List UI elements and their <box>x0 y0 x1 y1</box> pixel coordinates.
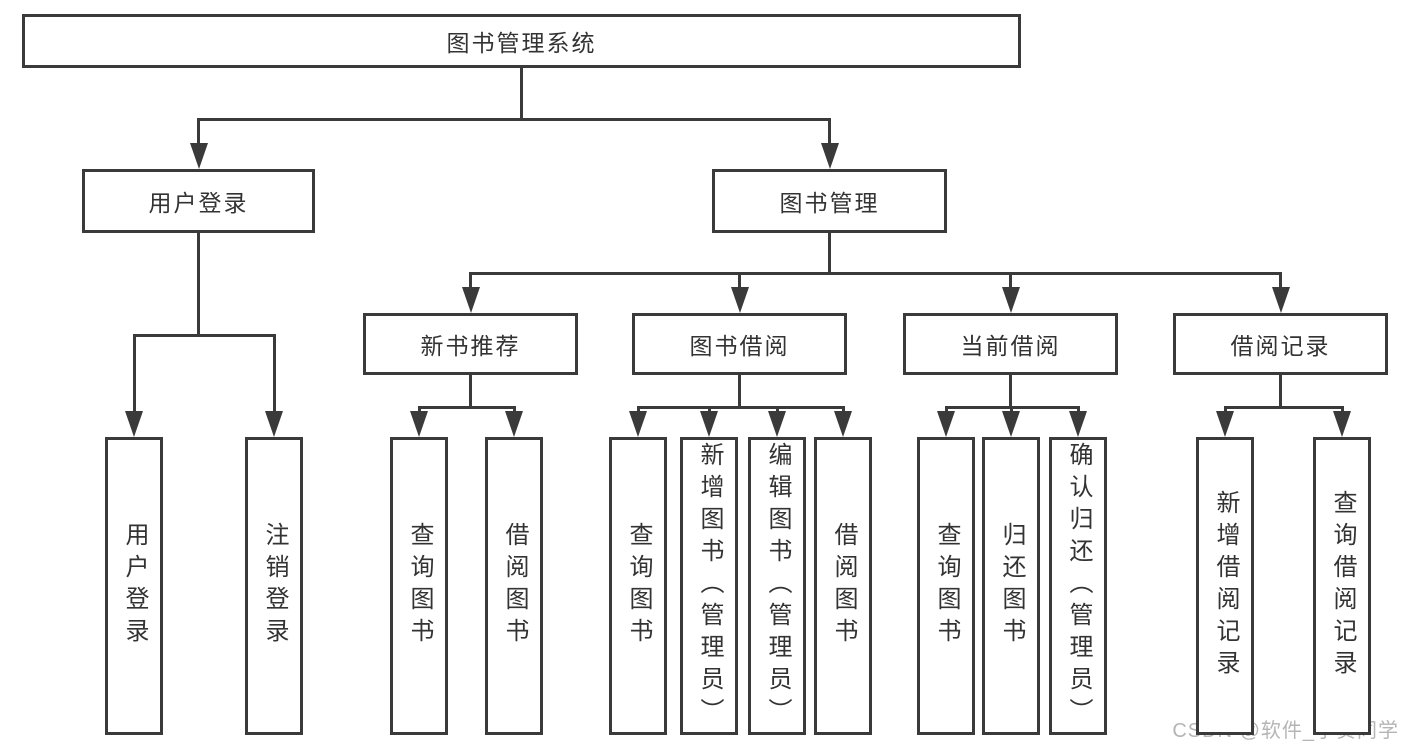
connector-line <box>738 375 741 407</box>
node-label-query-books-current: 查询图书 <box>933 522 960 650</box>
node-label-query-borrowing-record: 查询借阅记录 <box>1329 490 1356 682</box>
node-query-books-recommend: 查询图书 <box>390 437 448 735</box>
arrowhead-down-icon <box>1333 411 1351 437</box>
arrowhead-down-icon <box>730 287 749 313</box>
arrowhead-down-icon <box>820 143 839 169</box>
arrowhead-down-icon <box>189 143 208 169</box>
arrowhead-down-icon <box>1069 411 1087 437</box>
arrowhead-down-icon <box>1002 411 1020 437</box>
node-label-logout: 注销登录 <box>261 522 288 650</box>
node-add-books-admin: 新增图书（管理员） <box>680 437 738 735</box>
node-return-books: 归还图书 <box>982 437 1040 735</box>
node-label-query-books-recommend: 查询图书 <box>406 522 433 650</box>
node-query-books-current: 查询图书 <box>917 437 975 735</box>
node-book-management: 图书管理 <box>712 169 947 233</box>
node-label-book-borrowing: 图书借阅 <box>689 333 790 359</box>
node-query-borrowing-record: 查询借阅记录 <box>1313 437 1371 735</box>
node-query-books-borrowing: 查询图书 <box>609 437 667 735</box>
connector-line <box>636 405 845 409</box>
connector-line <box>1279 375 1282 407</box>
node-label-add-books-admin: 新增图书（管理员） <box>696 442 723 730</box>
node-user-login: 用户登录 <box>105 437 163 735</box>
node-label-return-books: 归还图书 <box>998 522 1025 650</box>
node-label-root: 图书管理系统 <box>446 30 597 56</box>
connector-line <box>1009 273 1012 299</box>
arrowhead-down-icon <box>700 411 718 437</box>
connector-line <box>272 335 276 423</box>
connector-line <box>469 271 1282 275</box>
connector-line <box>1009 375 1012 407</box>
node-current-borrowing: 当前借阅 <box>903 313 1118 375</box>
node-label-borrow-books-borrowing: 借阅图书 <box>830 522 857 650</box>
arrowhead-down-icon <box>125 411 143 437</box>
node-label-edit-books-admin: 编辑图书（管理员） <box>764 442 791 730</box>
connector-line <box>132 333 276 337</box>
connector-line <box>828 119 831 155</box>
connector-line <box>738 273 741 299</box>
node-confirm-return-admin: 确认归还（管理员） <box>1049 437 1107 735</box>
connector-line <box>417 405 516 409</box>
node-logout: 注销登录 <box>245 437 303 735</box>
arrowhead-down-icon <box>410 411 428 437</box>
connector-line <box>132 335 136 423</box>
connector-line <box>520 68 523 119</box>
node-edit-books-admin: 编辑图书（管理员） <box>748 437 806 735</box>
connector-line <box>1223 405 1344 409</box>
node-book-borrowing: 图书借阅 <box>632 313 847 375</box>
connector-line <box>469 375 472 407</box>
node-borrowing-records: 借阅记录 <box>1173 313 1388 375</box>
node-login-branch: 用户登录 <box>82 169 315 233</box>
node-borrow-books-recommend: 借阅图书 <box>485 437 543 735</box>
connector-line <box>197 233 200 335</box>
connector-line <box>1279 273 1282 299</box>
connector-line <box>197 117 831 121</box>
arrowhead-down-icon <box>461 287 480 313</box>
node-label-query-books-borrowing: 查询图书 <box>625 522 652 650</box>
node-root: 图书管理系统 <box>22 14 1021 68</box>
node-new-book-recommend: 新书推荐 <box>363 313 578 375</box>
connector-line <box>197 119 200 155</box>
arrowhead-down-icon <box>768 411 786 437</box>
node-label-login-branch: 用户登录 <box>148 190 249 216</box>
arrowhead-down-icon <box>1001 287 1020 313</box>
arrowhead-down-icon <box>834 411 852 437</box>
connector-line <box>469 273 472 299</box>
connector-line <box>828 233 831 273</box>
node-add-borrowing-record: 新增借阅记录 <box>1196 437 1254 735</box>
arrowhead-down-icon <box>505 411 523 437</box>
arrowhead-down-icon <box>629 411 647 437</box>
arrowhead-down-icon <box>1216 411 1234 437</box>
node-label-new-book-recommend: 新书推荐 <box>420 333 521 359</box>
arrowhead-down-icon <box>937 411 955 437</box>
node-label-add-borrowing-record: 新增借阅记录 <box>1212 490 1239 682</box>
node-label-user-login: 用户登录 <box>121 522 148 650</box>
node-label-book-management: 图书管理 <box>779 190 880 216</box>
arrowhead-down-icon <box>265 411 283 437</box>
arrowhead-down-icon <box>1271 287 1290 313</box>
node-label-borrow-books-recommend: 借阅图书 <box>501 522 528 650</box>
node-borrow-books-borrowing: 借阅图书 <box>814 437 872 735</box>
node-label-current-borrowing: 当前借阅 <box>960 333 1061 359</box>
node-label-confirm-return-admin: 确认归还（管理员） <box>1065 442 1092 730</box>
node-label-borrowing-records: 借阅记录 <box>1230 333 1331 359</box>
